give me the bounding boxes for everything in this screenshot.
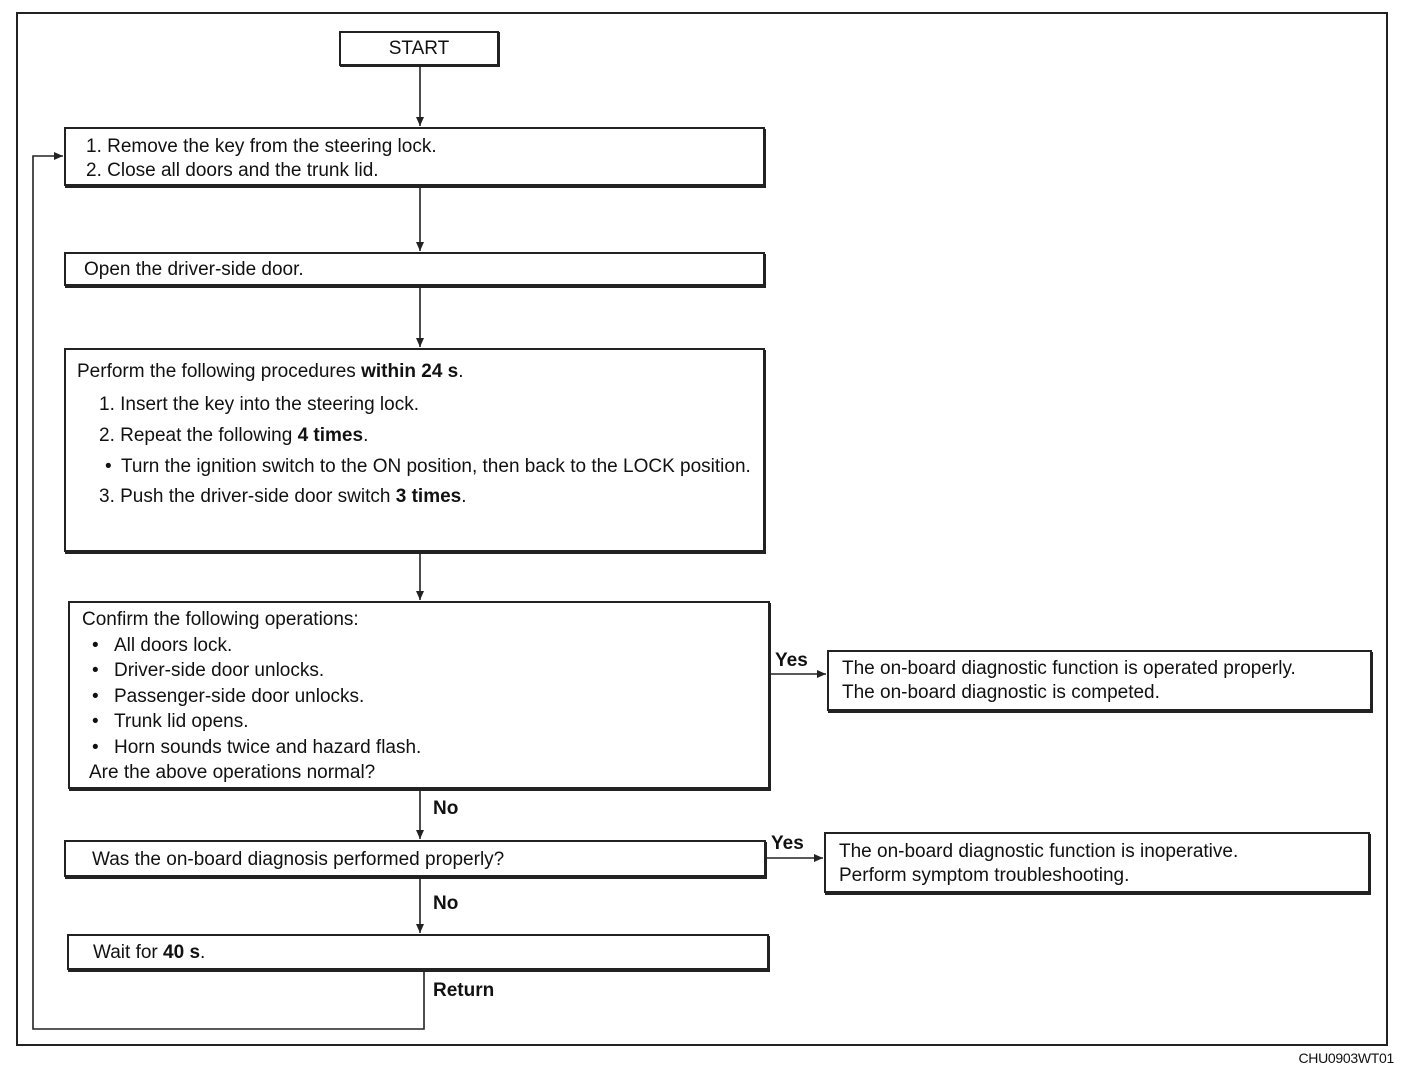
yes-label-1: Yes — [775, 650, 808, 671]
step-remove-key-box: 1. Remove the key from the steering lock… — [64, 127, 765, 186]
result-fail-line-2: Perform symptom troubleshooting. — [839, 865, 1130, 886]
step3-item-1: 1. Insert the key into the steering lock… — [99, 394, 420, 415]
figure-code: CHU0903WT01 — [1298, 1050, 1394, 1066]
list-item: •All doors lock. — [92, 633, 768, 659]
result-ok-line-1: The on-board diagnostic function is oper… — [842, 658, 1296, 679]
list-item: •Driver-side door unlocks. — [92, 658, 768, 684]
bullet-icon: • — [92, 685, 99, 707]
start-label: START — [388, 38, 450, 59]
step3-intro: Perform the following procedures within … — [77, 361, 464, 382]
result-ok-box: The on-board diagnostic function is oper… — [827, 650, 1372, 711]
diagram-frame — [16, 12, 1388, 1046]
wait-box: Wait for 40 s. — [67, 934, 769, 970]
confirm-question: Are the above operations normal? — [89, 762, 376, 783]
step-open-door-box: Open the driver-side door. — [64, 252, 765, 286]
confirm-heading: Confirm the following operations: — [82, 609, 359, 630]
list-item: •Horn sounds twice and hazard flash. — [92, 735, 768, 761]
list-item: •Trunk lid opens. — [92, 709, 768, 735]
bullet-icon: • — [92, 660, 99, 681]
diagnosis-check-box: Was the on-board diagnosis performed pro… — [64, 840, 766, 877]
confirm-operations-box: Confirm the following operations: •All d… — [68, 601, 770, 789]
result-fail-box: The on-board diagnostic function is inop… — [824, 832, 1370, 893]
bullet-icon: • — [92, 711, 99, 732]
step6-text: Wait for 40 s. — [93, 942, 206, 963]
bullet-icon: • — [92, 736, 99, 758]
result-fail-line-1: The on-board diagnostic function is inop… — [839, 841, 1239, 862]
result-ok-line-2: The on-board diagnostic is competed. — [842, 682, 1160, 703]
return-label: Return — [433, 980, 495, 1001]
return-loop-line — [32, 152, 425, 1030]
step3-bullet: • Turn the ignition switch to the ON pos… — [105, 456, 751, 477]
no-label-1: No — [433, 798, 459, 819]
step2-text: Open the driver-side door. — [84, 259, 304, 280]
step3-item-3: 3. Push the driver-side door switch 3 ti… — [99, 486, 467, 507]
step3-item-2: 2. Repeat the following 4 times. — [99, 425, 369, 446]
yes-label-2: Yes — [771, 833, 804, 854]
step5-text: Was the on-board diagnosis performed pro… — [92, 849, 505, 870]
no-label-2: No — [433, 893, 459, 914]
list-item: •Passenger-side door unlocks. — [92, 684, 768, 710]
step-procedures-box: Perform the following procedures within … — [64, 348, 765, 552]
start-terminal: START — [339, 31, 499, 66]
bullet-icon: • — [105, 456, 112, 477]
step1-line-2: 2. Close all doors and the trunk lid. — [86, 160, 379, 181]
bullet-icon: • — [92, 634, 99, 656]
step1-line-1: 1. Remove the key from the steering lock… — [86, 136, 437, 157]
